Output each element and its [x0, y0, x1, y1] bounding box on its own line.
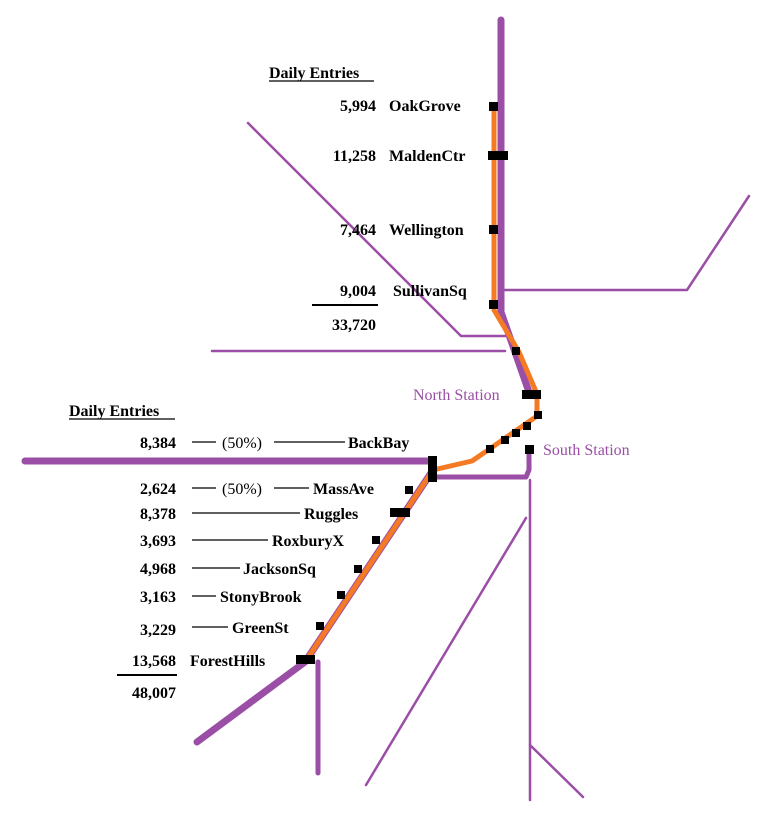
south-entries-roxburyx: 3,693 — [140, 533, 176, 550]
south-entries-ruggles: 8,378 — [140, 506, 176, 523]
south-station-stonybrook: StonyBrook — [220, 589, 302, 606]
north-entries-maldenctr: 11,258 — [333, 148, 376, 165]
south-entries-table: Daily Entries 8,384 (50%) BackBay 2,624 … — [69, 403, 409, 702]
station-marker-haymarket — [534, 411, 542, 419]
north-total: 33,720 — [332, 317, 376, 334]
rail-line-south-diagonal — [364, 516, 528, 787]
south-header: Daily Entries — [69, 403, 159, 420]
south-entries-massave: 2,624 — [140, 481, 176, 498]
station-marker-northstation — [522, 390, 541, 399]
north-entries-oakgrove: 5,994 — [340, 98, 376, 115]
south-share-massave: (50%) — [222, 481, 262, 498]
north-entries-sullivansq: 9,004 — [340, 283, 376, 300]
south-station-ruggles: Ruggles — [304, 506, 358, 523]
station-markers — [296, 102, 542, 664]
station-marker-maldenctr — [488, 151, 508, 160]
station-marker-sullivansq — [489, 300, 498, 309]
rail-line-north-trunk — [497, 16, 534, 399]
south-station-label: South Station — [543, 442, 630, 459]
north-station-oakgrove: OakGrove — [389, 98, 461, 115]
station-marker-backbay — [428, 456, 437, 482]
north-entries-table: Daily Entries 5,994 OakGrove 11,258 Mald… — [269, 65, 467, 334]
north-station-wellington: Wellington — [389, 222, 464, 239]
station-marker-southstation — [525, 445, 534, 454]
south-station-backbay: BackBay — [348, 435, 409, 452]
station-marker-stonybrook — [337, 591, 345, 599]
station-marker-roxburyx — [372, 536, 380, 544]
station-marker-tufts — [486, 445, 494, 453]
south-station-roxburyx: RoxburyX — [272, 533, 344, 550]
station-marker-ruggles — [390, 508, 410, 517]
station-marker-communitycollege — [512, 347, 520, 355]
south-share-backbay: (50%) — [222, 435, 262, 452]
station-marker-oakgrove — [489, 102, 498, 111]
south-entries-jacksonsq: 4,968 — [140, 561, 176, 578]
south-entries-greenst: 3,229 — [140, 622, 176, 639]
north-entries-wellington: 7,464 — [340, 222, 376, 239]
station-marker-wellington — [489, 225, 498, 234]
rail-line-south-branch-right — [528, 743, 585, 799]
north-station-label: North Station — [413, 387, 500, 404]
south-station-massave: MassAve — [313, 481, 374, 498]
rail-line-south-station-link — [430, 452, 532, 480]
south-entries-stonybrook: 3,163 — [140, 589, 176, 606]
north-station-maldenctr: MaldenCtr — [389, 148, 465, 165]
rail-line-northwest — [246, 121, 507, 338]
station-marker-massave — [405, 486, 413, 494]
station-marker-statest — [523, 422, 531, 430]
south-station-jacksonsq: JacksonSq — [243, 561, 316, 578]
station-marker-chinatown — [501, 436, 509, 444]
station-marker-jacksonsq — [354, 565, 362, 573]
north-station-sullivansq: SullivanSq — [393, 283, 467, 300]
station-marker-foresthills — [296, 655, 315, 664]
rail-line-northeast — [502, 194, 751, 292]
south-total: 48,007 — [132, 685, 176, 702]
south-entries-backbay: 8,384 — [140, 435, 176, 452]
south-entries-foresthills: 13,568 — [132, 653, 176, 670]
station-marker-downtowncrossing — [512, 429, 520, 437]
south-station-greenst: GreenSt — [232, 620, 289, 637]
south-station-foresthills: ForestHills — [190, 653, 265, 670]
north-header: Daily Entries — [269, 65, 359, 82]
station-marker-greenst — [316, 622, 324, 630]
